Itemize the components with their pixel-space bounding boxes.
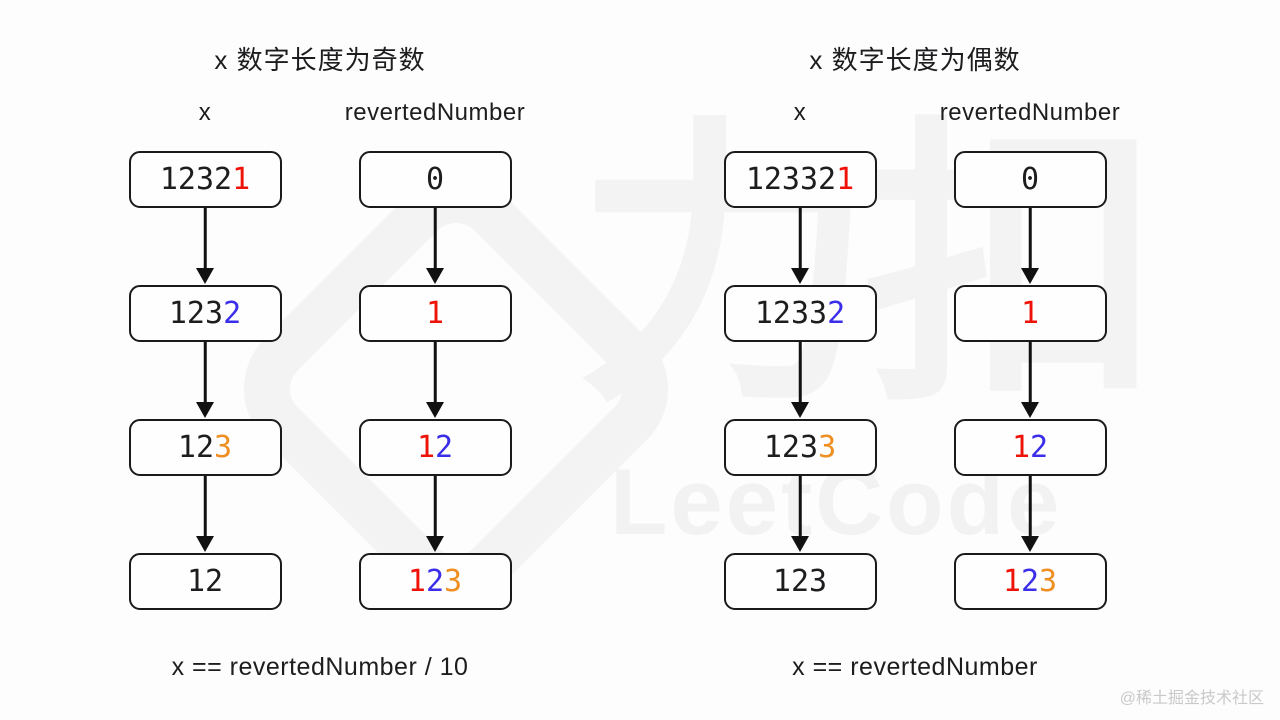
digit-segment-red: 1 [1011,429,1030,465]
digit-segment-orange: 3 [818,429,837,465]
arrow-shaft [798,342,802,404]
arrow-shaft [1028,342,1032,404]
digit-segment-black: 0 [1020,161,1040,197]
arrow-head [791,268,809,284]
value-box: 123 [723,553,877,610]
digit-segment-black: 123 [772,563,828,599]
arrow-shaft [203,342,207,404]
column-headers: x revertedNumber [700,99,1130,127]
digit-segment-black: 12 [177,429,215,465]
arrow-shaft [798,208,802,270]
digit-segment-black: 12 [186,563,224,599]
down-arrow-icon [1020,476,1040,553]
column-header-x: x [198,99,212,126]
digit-segment-black: 0 [425,161,445,197]
digit-segment-blue: 2 [1020,563,1040,599]
panel-title: x 数字长度为奇数 [214,45,426,75]
digit-segment-black: 123 [168,295,224,331]
down-arrow-icon [425,342,445,419]
digit-segment-red: 1 [836,161,855,197]
arrow-shaft [798,476,802,538]
value-box: 0 [358,151,512,208]
arrow-head [1021,536,1039,552]
arrow-head [1021,268,1039,284]
digit-segment-black: 12332 [745,161,837,197]
digit-segment-red: 1 [425,295,445,331]
arrow-shaft [433,208,437,270]
digit-segment-blue: 2 [223,295,242,331]
digit-segment-red: 1 [1002,563,1021,599]
arrow-head [426,536,444,552]
arrow-head [196,402,214,418]
arrow-shaft [1028,208,1032,270]
panel-title: x 数字长度为偶数 [809,45,1021,75]
value-box: 0 [953,151,1107,208]
credit-watermark: @稀土掘金技术社区 [1119,690,1264,707]
digit-segment-red: 1 [407,563,426,599]
arrow-head [791,402,809,418]
digit-segment-black: 123 [763,429,819,465]
arrow-head [196,536,214,552]
digit-segment-red: 1 [416,429,435,465]
digit-segment-blue: 2 [435,429,454,465]
digit-segment-blue: 2 [425,563,445,599]
column-header-x: x [793,99,807,126]
down-arrow-icon [790,342,810,419]
column-header-revertedNumber: revertedNumber [939,99,1121,126]
arrow-head [196,268,214,284]
arrow-shaft [433,476,437,538]
digit-segment-red: 1 [232,161,251,197]
down-arrow-icon [425,208,445,285]
column-header-revertedNumber: revertedNumber [344,99,526,126]
down-arrow-icon [425,476,445,553]
value-box: 1 [953,285,1107,342]
arrow-shaft [203,208,207,270]
down-arrow-icon [1020,342,1040,419]
down-arrow-icon [790,208,810,285]
down-arrow-icon [195,208,215,285]
digit-segment-blue: 2 [1030,429,1049,465]
arrow-head [1021,402,1039,418]
arrow-head [426,402,444,418]
down-arrow-icon [790,476,810,553]
digit-segment-orange: 3 [444,563,463,599]
digit-segment-red: 1 [1020,295,1040,331]
column-headers: x revertedNumber [105,99,535,127]
comparison-formula: x == revertedNumber / 10 [171,653,469,681]
arrow-shaft [433,342,437,404]
digit-segment-black: 1233 [754,295,828,331]
arrow-shaft [203,476,207,538]
digit-segment-orange: 3 [1039,563,1058,599]
arrow-head [791,536,809,552]
down-arrow-icon [1020,208,1040,285]
digit-segment-orange: 3 [214,429,233,465]
value-box: 12 [128,553,282,610]
comparison-formula: x == revertedNumber [792,653,1038,681]
value-box: 1 [358,285,512,342]
digit-segment-black: 1232 [159,161,233,197]
down-arrow-icon [195,476,215,553]
down-arrow-icon [195,342,215,419]
arrow-head [426,268,444,284]
arrow-shaft [1028,476,1032,538]
digit-segment-blue: 2 [827,295,846,331]
